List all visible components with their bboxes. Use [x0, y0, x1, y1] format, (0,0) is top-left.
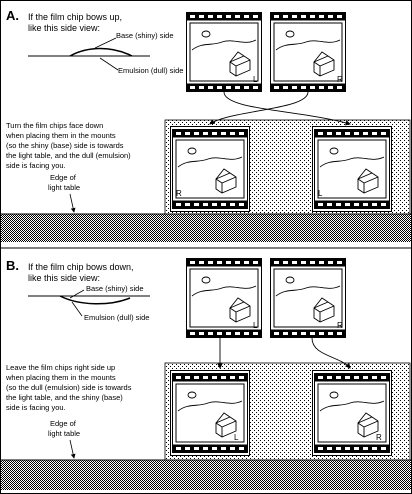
side-view-bow-down: [28, 289, 150, 317]
mounted-chip-mark: L: [318, 189, 323, 198]
section-a-base-label: Base (shiny) side: [116, 31, 174, 40]
section-b-emulsion-label: Emulsion (dull) side: [84, 313, 149, 322]
section-a-heading-line2: like this side view:: [28, 23, 100, 33]
section-a-instruction-line3: (so the shiny (base) side is towards: [6, 141, 124, 150]
chip-mark: L: [253, 75, 258, 84]
section-b-instruction-line1: Leave the film chips right side up: [6, 363, 115, 372]
mounted-chip-mark: L: [234, 433, 239, 442]
mounted-chip-left: [171, 371, 250, 456]
edge-pointer-a: [69, 193, 76, 213]
section-b-instruction-line2: when placing them in the mounts: [5, 373, 116, 382]
section-a-instruction-line2: when placing them in the mounts: [5, 131, 116, 140]
mounted-chip-right: [313, 127, 392, 212]
section-b-heading-line2: like this side view:: [28, 273, 100, 283]
side-view-bow-up: [28, 37, 150, 71]
section-b-heading-line1: If the film chip bows down,: [28, 262, 134, 272]
chip-mark: R: [337, 321, 343, 330]
mounted-chip-mark: R: [176, 189, 182, 198]
film-chip-left: [186, 258, 262, 338]
arrow-right-to-left: [209, 91, 309, 125]
film-chip-right: [270, 258, 346, 338]
section-a-emulsion-label: Emulsion (dull) side: [118, 66, 183, 75]
arrow-left-to-right: [223, 91, 351, 126]
section-b-instruction-line3: (so the dull (emulsion) side is towards: [6, 383, 132, 392]
section-b-instruction-line5: side is facing you.: [6, 403, 66, 412]
mounted-chip-mark: R: [376, 433, 382, 442]
edge-pointer-b: [69, 439, 76, 459]
section-b-instruction-line4: the light table, and the shiny (base): [6, 393, 123, 402]
light-table-edge-band-a: [0, 214, 412, 242]
mounted-chip-left: [171, 127, 250, 212]
section-b-edge-label-line1: Edge of: [50, 419, 77, 428]
section-a-instruction-line5: side is facing you.: [6, 161, 66, 170]
section-b-edge-label-line2: light table: [48, 429, 80, 438]
mounted-chip-right: [313, 371, 392, 456]
arrow-right-straight: [311, 337, 351, 369]
section-a-edge-label-line2: light table: [48, 183, 80, 192]
section-b-letter: B.: [6, 258, 19, 273]
section-a-heading-line1: If the film chip bows up,: [28, 12, 122, 22]
film-chip-right: [270, 12, 346, 92]
chip-mark: L: [253, 321, 258, 330]
section-a-instruction-line4: the light table, and the dull (emulsion): [6, 151, 131, 160]
section-a: A. If the film chip bows up, like this s…: [0, 8, 412, 242]
section-a-instruction-line1: Turn the film chips face down: [6, 121, 103, 130]
section-b: B. If the film chip bows down, like this…: [0, 258, 412, 490]
chip-mark: R: [337, 75, 343, 84]
film-chip-left: [186, 12, 262, 92]
section-a-letter: A.: [6, 8, 19, 23]
section-a-edge-label-line1: Edge of: [50, 173, 77, 182]
section-b-base-label: Base (shiny) side: [86, 284, 144, 293]
light-table-edge-band-b: [0, 460, 412, 490]
